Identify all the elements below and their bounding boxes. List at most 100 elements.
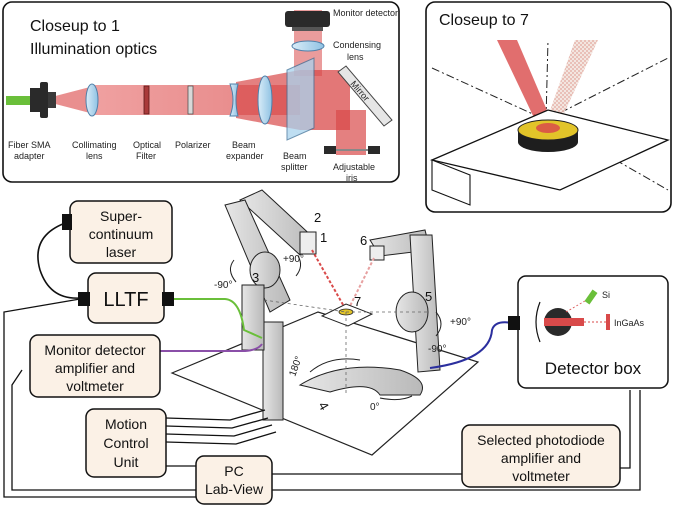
- polarizer-shape: [187, 85, 194, 115]
- bus-lltf-pc: [3, 298, 196, 498]
- lltf-connector-right: [162, 292, 174, 306]
- left-pivot: [249, 251, 281, 289]
- axis-line-3: [545, 39, 549, 121]
- axis-line-2: [545, 57, 669, 121]
- sma-adapter-tip: [48, 92, 56, 108]
- cable-laser-lltf: [37, 221, 81, 299]
- monitor-amp-box: Monitor detector amplifier and voltmeter: [29, 334, 161, 398]
- angle-right-minus: -90°: [428, 344, 446, 355]
- condensing-lens-label-1: Condensing: [333, 40, 381, 50]
- motion-wire-1: [165, 409, 266, 421]
- beam-splitter-shape: [286, 57, 315, 141]
- bus-monitor-pc: [11, 369, 196, 491]
- iris-label-2: iris: [346, 173, 358, 183]
- stage-incident-beam: [311, 249, 347, 311]
- collimating-label-2: lens: [86, 151, 103, 161]
- detector-box-label: Detector box: [545, 359, 642, 378]
- si-detector: [584, 289, 598, 305]
- iris-left: [324, 146, 336, 154]
- cable-purple: [158, 343, 263, 352]
- stage-number-6: 6: [360, 233, 367, 248]
- beam-splitter-label-2: splitter: [281, 162, 308, 172]
- motion-wire-3: [165, 424, 273, 437]
- reflected-beam: [546, 40, 598, 122]
- angle-0: 0°: [370, 402, 380, 413]
- collimating-label-1: Collimating: [72, 140, 117, 150]
- monitor-amp-line2: amplifier and: [55, 360, 135, 376]
- pc-line2: Lab-View: [205, 481, 264, 497]
- photodiode-line3: voltmeter: [512, 468, 570, 484]
- stage-number-3: 3: [252, 270, 259, 285]
- beam-down: [336, 110, 366, 155]
- sma-adapter-flange: [40, 82, 48, 118]
- detector-beam-si: [565, 297, 591, 313]
- closeup1-title-line1: Closeup to 1: [30, 18, 120, 35]
- left-column: [262, 321, 284, 421]
- motion-box: Motion Control Unit: [85, 408, 167, 478]
- lltf-connector-left: [78, 292, 90, 306]
- optical-filter-label-2: Filter: [136, 151, 156, 161]
- axis-line-1: [431, 67, 547, 121]
- optical-filter-shape: [143, 85, 150, 115]
- supercontinuum-connector: [62, 214, 72, 230]
- closeup7-title: Closeup to 7: [439, 12, 529, 29]
- detector-box: Si InGaAs Detector box: [508, 275, 669, 389]
- left-post: [241, 284, 265, 351]
- angle-left-minus: -90°: [214, 280, 232, 291]
- detector-rot-arrow: [535, 301, 541, 343]
- condensing-lens-label-2: lens: [347, 52, 364, 62]
- mirror-shape: [337, 65, 393, 127]
- rot-arrow-bottom: [309, 358, 361, 373]
- cable-green-fiber: [172, 298, 263, 339]
- monitor-amp-line3: voltmeter: [66, 378, 124, 394]
- angle-right-plus: +90°: [450, 317, 471, 328]
- detector-connector: [508, 316, 520, 330]
- supercontinuum-box: Super- continuum laser: [62, 200, 173, 264]
- rot-arrow-bottom2: [379, 395, 413, 401]
- ingaas-label: InGaAs: [614, 318, 645, 328]
- iris-right: [368, 146, 380, 154]
- bus-photodiode-detector: [620, 390, 631, 469]
- condensing-lens-shape: [291, 40, 325, 52]
- lltf-box: LLTF: [78, 272, 174, 324]
- motion-wire-4: [165, 431, 277, 445]
- iris-label-1: Adjustable: [333, 162, 375, 172]
- motion-line2: Control: [103, 435, 148, 451]
- illumination-head: [299, 231, 317, 255]
- pc-line1: PC: [224, 463, 243, 479]
- sample-spot: [536, 123, 560, 133]
- sma-adapter: [30, 88, 40, 112]
- fiber-green: [6, 96, 30, 105]
- fiber-sma-label-1: Fiber SMA: [8, 140, 51, 150]
- angle-left-plus: +90°: [283, 254, 304, 265]
- iris-bar: [336, 149, 368, 151]
- fiber-sma-label-2: adapter: [14, 151, 45, 161]
- rotation-ring: [298, 366, 423, 396]
- monitor-amp-line1: Monitor detector: [44, 342, 145, 358]
- monitor-detector-base: [292, 27, 323, 31]
- cables: [3, 221, 641, 498]
- supercontinuum-line2: continuum: [89, 226, 154, 242]
- plate-support: [431, 159, 471, 206]
- detector-beam-red: [544, 318, 584, 326]
- lltf-label: LLTF: [103, 289, 148, 311]
- stage-number-2: 2: [314, 210, 321, 225]
- collimating-lens-shape: [85, 83, 99, 117]
- goniometer-stage: [170, 189, 480, 456]
- supercontinuum-line1: Super-: [100, 208, 142, 224]
- motion-line3: Unit: [114, 454, 139, 470]
- beam-expander-label-2: expander: [226, 151, 264, 161]
- motion-wire-2: [165, 417, 269, 429]
- optical-filter-label-1: Optical: [133, 140, 161, 150]
- closeup7-panel: Closeup to 7: [425, 1, 672, 213]
- pc-box: PC Lab-View: [195, 455, 273, 505]
- bus-pc-detector: [272, 390, 641, 491]
- monitor-detector-label: Monitor detector: [333, 8, 398, 18]
- supercontinuum-line3: laser: [106, 244, 137, 260]
- photodiode-box: Selected photodiode amplifier and voltme…: [461, 424, 621, 488]
- polarizer-label: Polarizer: [175, 140, 211, 150]
- monitor-detector-shape: [285, 11, 330, 27]
- guide-line-1: [263, 299, 347, 313]
- beam-cone: [40, 87, 90, 113]
- si-label: Si: [602, 290, 610, 300]
